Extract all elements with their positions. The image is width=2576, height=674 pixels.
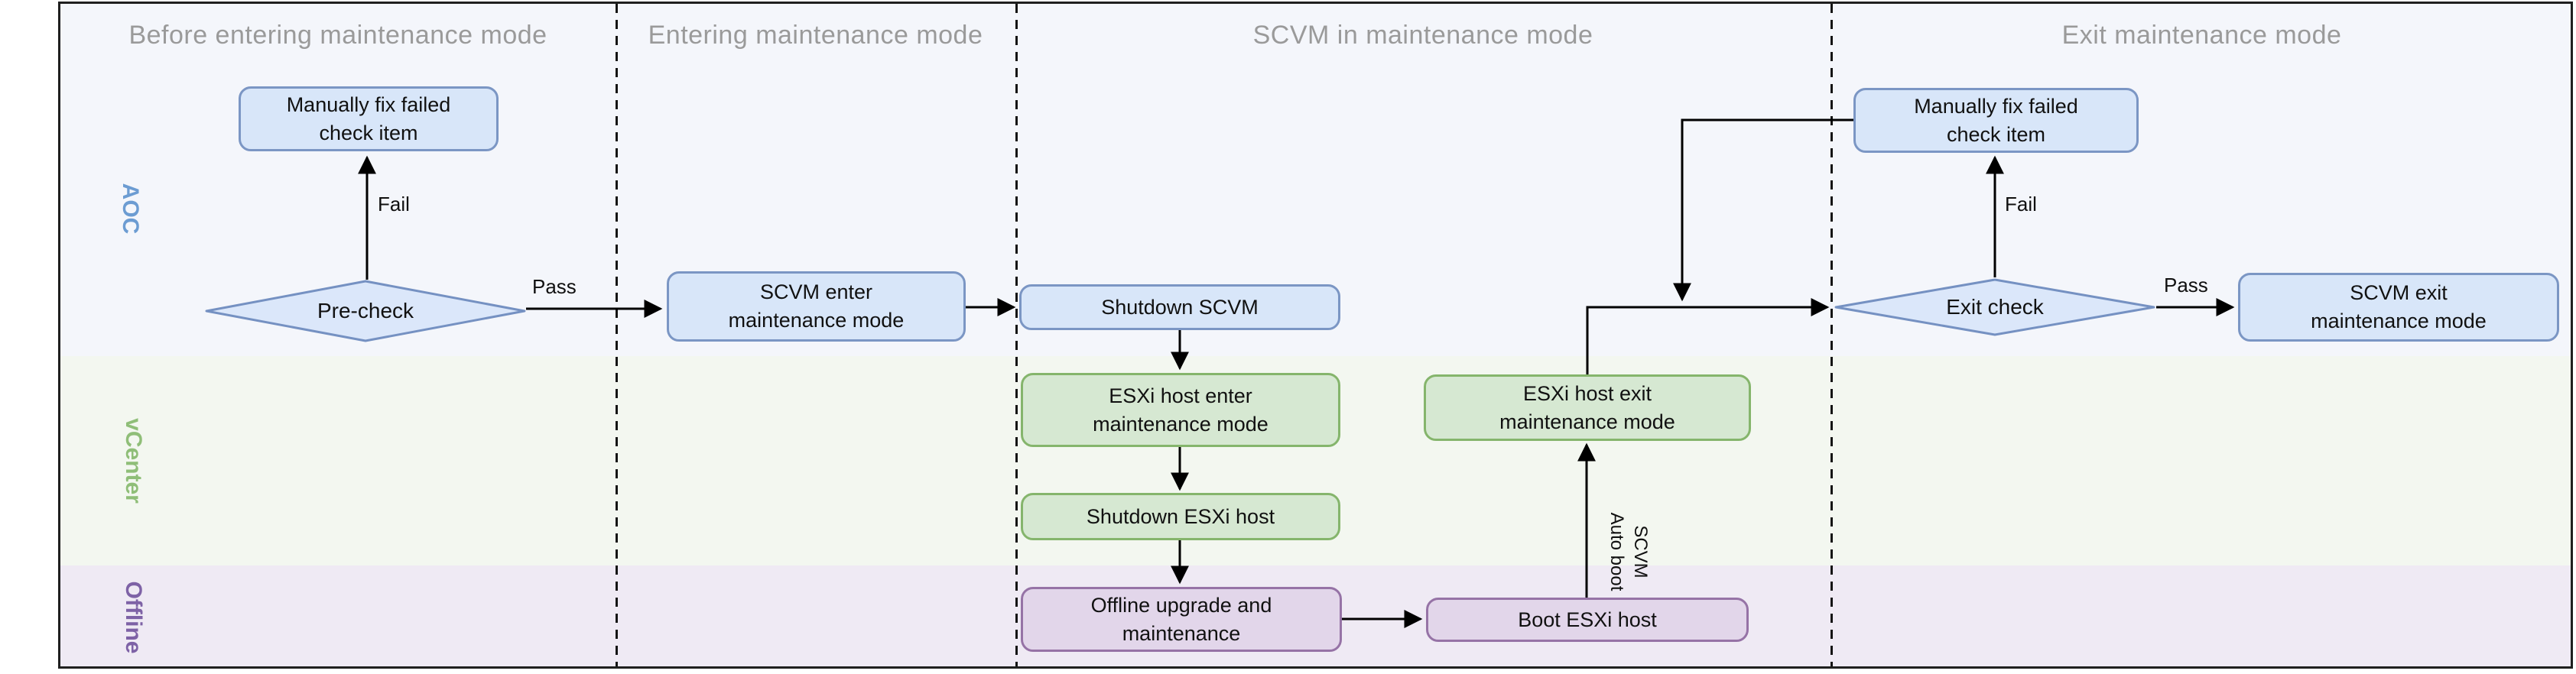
lane-label-offline: Offline [121,581,146,654]
diamond-shape [205,280,526,342]
phase-header-before-entering: Before entering maintenance mode [128,21,547,50]
node-shutdown-esxi: Shutdown ESXi host [1021,493,1340,540]
node-scvm-enter: SCVM enter maintenance mode [667,271,966,342]
lane-label-vcenter: vCenter [121,418,146,504]
node-shutdown-scvm: Shutdown SCVM [1019,284,1340,330]
phase-header-entering: Entering maintenance mode [648,21,983,50]
node-offline-upgrade: Offline upgrade and maintenance [1021,587,1342,652]
node-pre-check-diamond: Pre-check [204,279,527,343]
node-manually-fix-right: Manually fix failed check item [1853,88,2139,153]
edge-label-scvm-auto-boot: SCVM Auto boot [1606,512,1651,591]
node-esxi-enter: ESXi host enter maintenance mode [1021,373,1340,447]
phase-divider-2 [1015,4,1018,666]
node-pre-check-label: Pre-check [317,299,414,322]
node-scvm-exit: SCVM exit maintenance mode [2238,273,2559,342]
diagram-frame [58,2,2573,669]
node-exit-check-label: Exit check [1946,295,2044,319]
edge-label-fail-right: Fail [2005,193,2037,215]
edge-label-fail-left: Fail [378,193,410,215]
phase-divider-1 [616,4,618,666]
node-boot-esxi: Boot ESXi host [1426,598,1749,642]
phase-divider-3 [1830,4,1833,666]
node-exit-check-diamond: Exit check [1834,277,2156,337]
edge-label-pass-right: Pass [2164,274,2208,296]
edge-label-pass-left: Pass [532,275,577,298]
node-esxi-exit: ESXi host exit maintenance mode [1424,374,1751,441]
phase-header-exit: Exit maintenance mode [2061,21,2342,50]
phase-header-in-maintenance: SCVM in maintenance mode [1252,21,1593,50]
lane-label-aoc: AOC [118,183,143,235]
diamond-shape [1834,278,2155,336]
node-manually-fix-left: Manually fix failed check item [239,86,499,151]
